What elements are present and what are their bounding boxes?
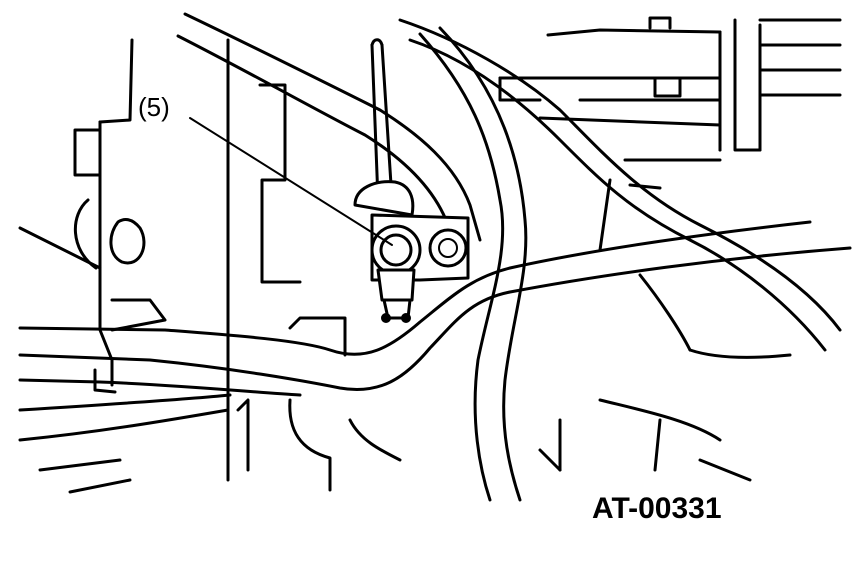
connector-assembly: [353, 180, 470, 323]
callout-label: (5): [138, 92, 170, 122]
right-curved-tube: [398, 18, 842, 502]
right-lower-body: [538, 273, 792, 482]
center-panel: [226, 38, 402, 492]
left-mounting-bracket: [18, 38, 167, 387]
lower-frame: [18, 368, 232, 494]
main-harness-pipe: [18, 220, 852, 397]
right-upper-housing: [498, 16, 842, 252]
upper-diagonal-pipe: [176, 12, 482, 242]
callout-leader-line: [189, 117, 393, 246]
vertical-rod: [370, 38, 394, 202]
figure-code: AT-00331: [592, 492, 722, 525]
